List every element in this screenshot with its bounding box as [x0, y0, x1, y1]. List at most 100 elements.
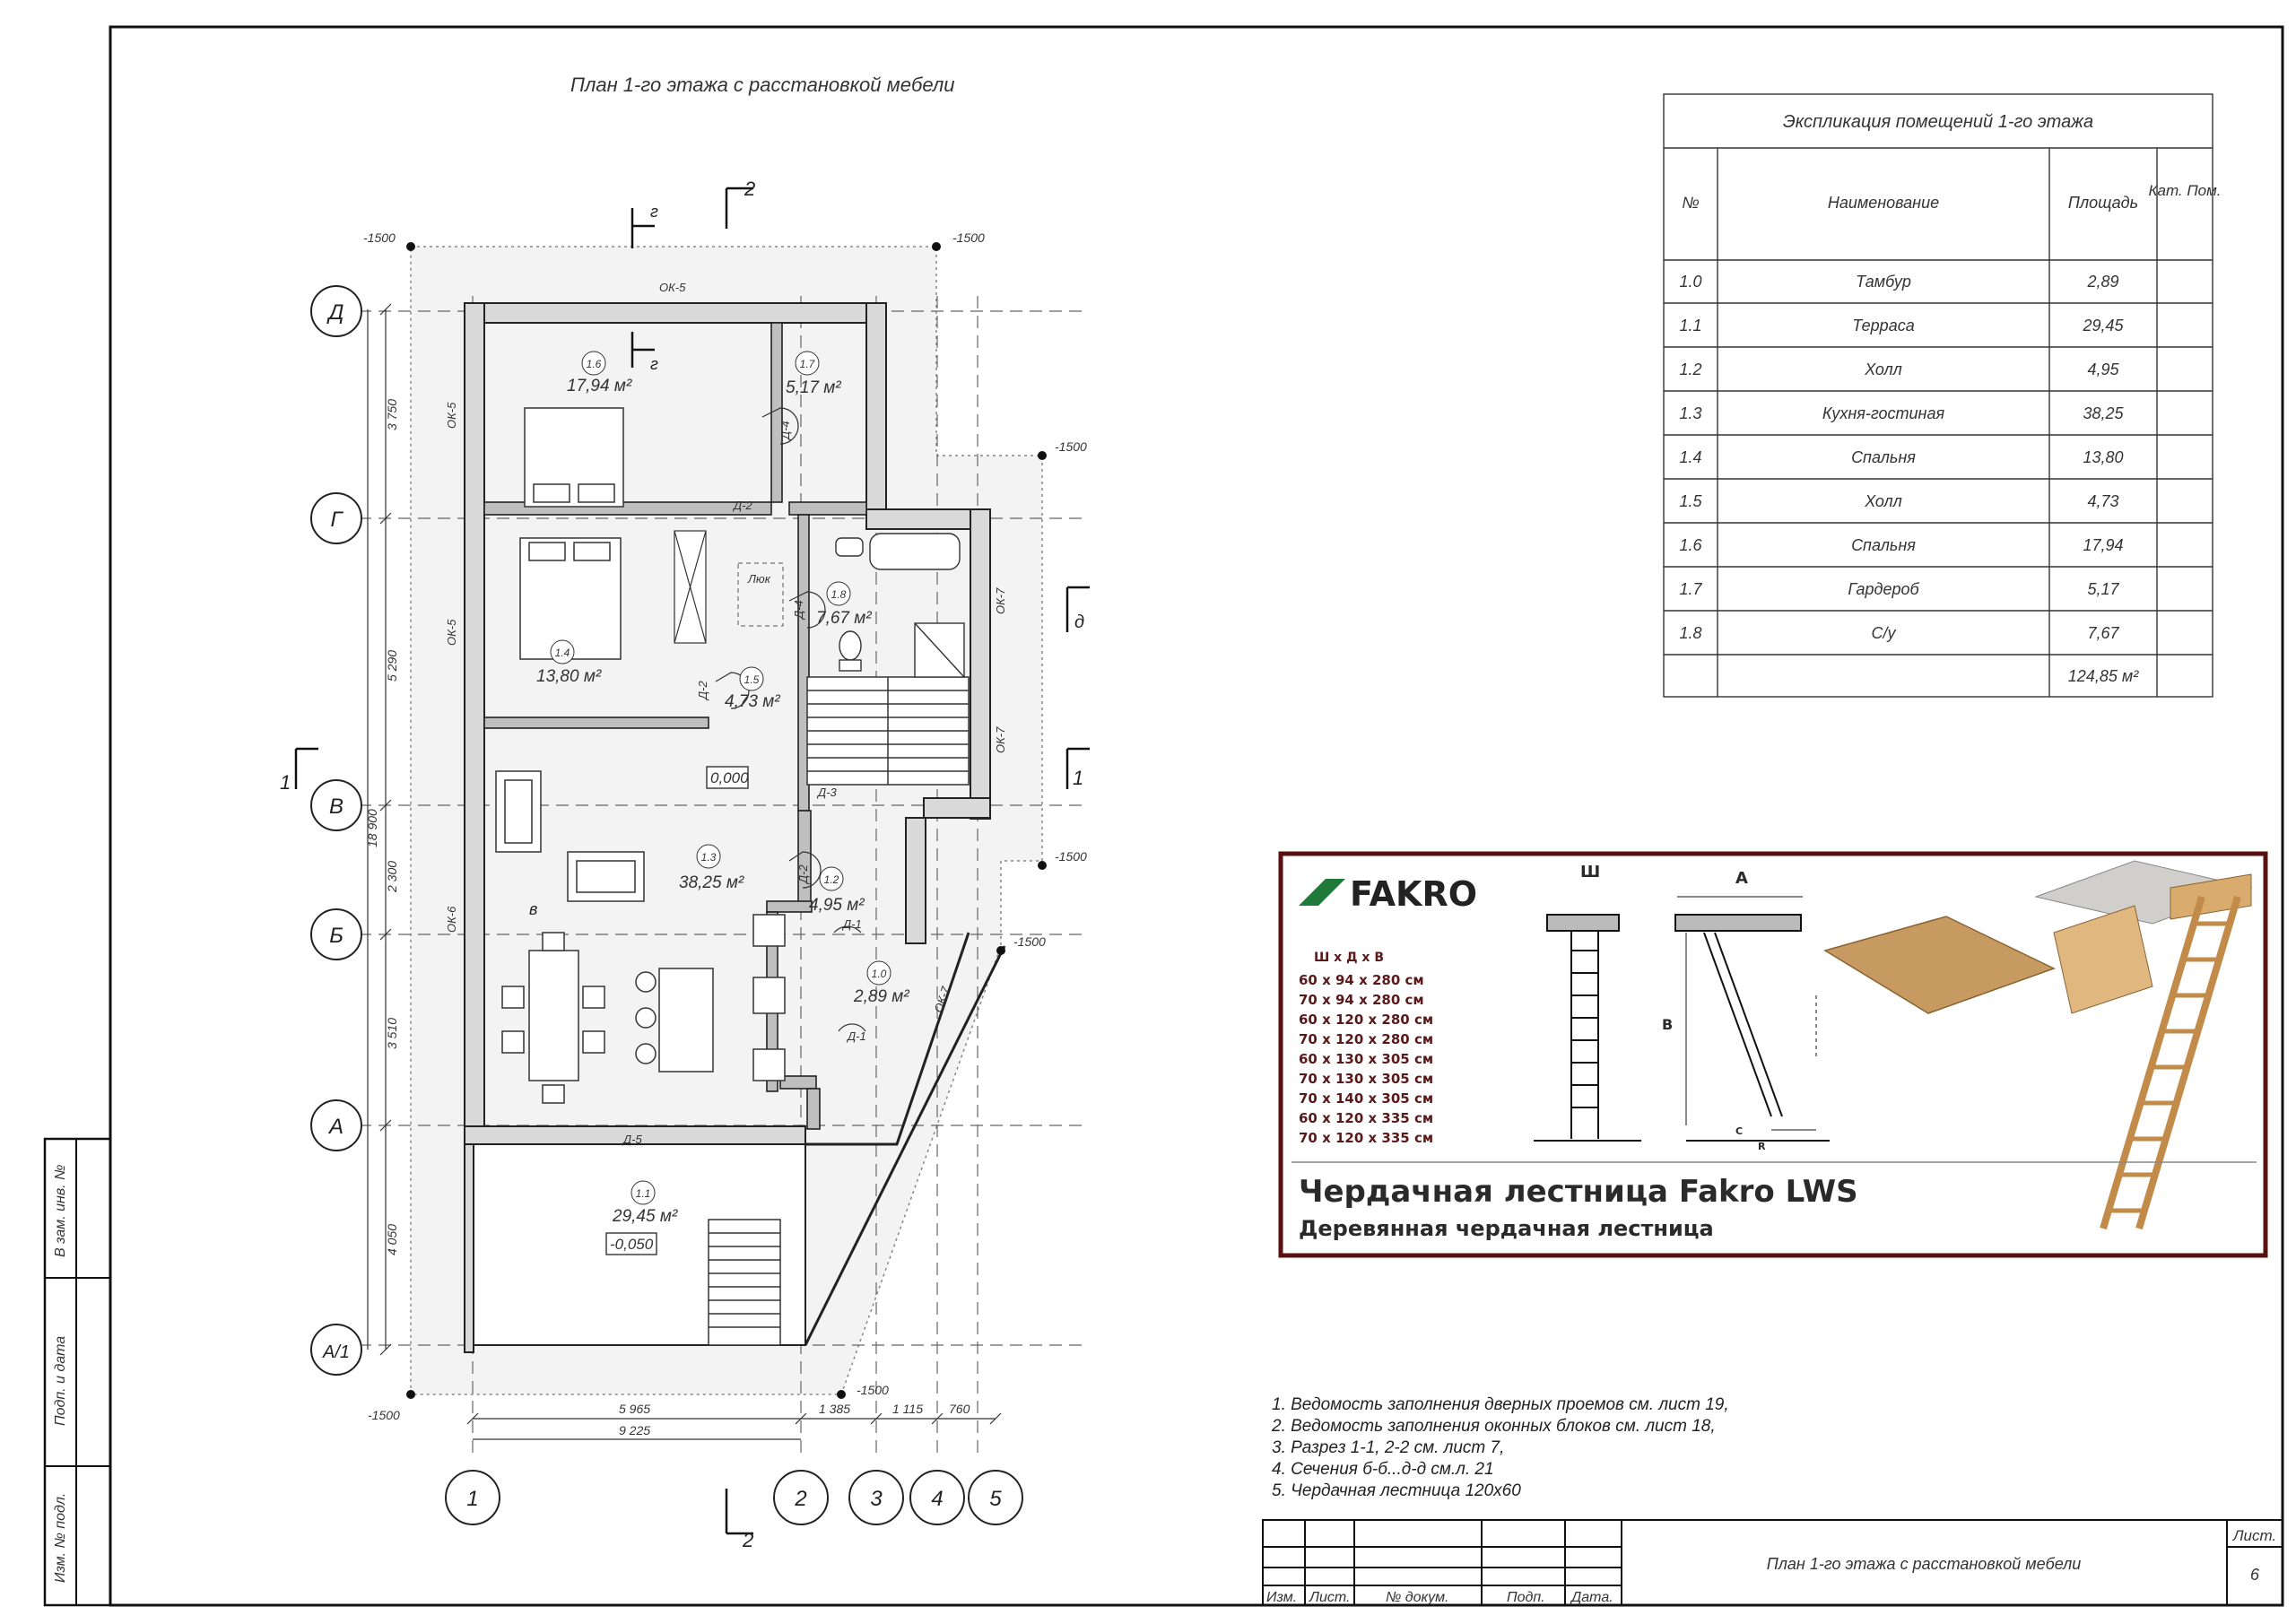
section-g-1: г [650, 203, 658, 221]
dim-v-6: 4 050 [385, 1224, 399, 1255]
explication-table [1663, 93, 2213, 698]
explication-total: 124,85 м² [2068, 667, 2139, 685]
svg-text:Холл: Холл [1864, 492, 1902, 510]
dim-v-1: 3 750 [385, 399, 399, 430]
fakro-ad: FAKRO Ш х Д х В 60 x 94 x 280 см 70 x 94… [1278, 851, 2268, 1258]
ladder-label-a: А [1735, 869, 1748, 888]
dim-v-4: 2 300 [385, 861, 399, 893]
list-item: 70 x 130 x 305 см [1299, 1071, 1433, 1087]
axis-a1: А/1 [322, 1342, 350, 1362]
bathroom-fixtures [835, 533, 965, 678]
dim-h-5: 9 225 [619, 1423, 650, 1437]
note-3: 3. Разрез 1-1, 2-2 см. лист 7, [1272, 1438, 1504, 1457]
note-4: 4. Сечения б-б...д-д см.л. 21 [1272, 1460, 1494, 1479]
axis-3: 3 [870, 1487, 883, 1511]
ladder-side-diagram [1674, 896, 1830, 1142]
note-1: 1. Ведомость заполнения дверных проемов … [1272, 1395, 1729, 1414]
axis-b: Б [329, 924, 344, 948]
svg-text:1.5: 1.5 [1679, 492, 1702, 510]
ladder-label-w: Ш [1580, 863, 1600, 881]
level-0: 0,000 [710, 769, 749, 786]
svg-text:13,80: 13,80 [2083, 448, 2123, 466]
svg-text:1.7: 1.7 [1679, 580, 1702, 598]
dim-horizontal [466, 1412, 1002, 1440]
door-d4-2: Д-4 [792, 600, 805, 621]
section-2-bottom: 2 [742, 1529, 753, 1551]
room-num-1-1: 1.1 [636, 1187, 651, 1200]
stamp-col-list: Лист. [1309, 1590, 1350, 1605]
section-v: в [529, 900, 537, 918]
level-points [406, 242, 1047, 1399]
terrace-stair [708, 1219, 781, 1346]
bed-1-4 [519, 537, 622, 660]
door-d2-2: Д-2 [696, 681, 709, 701]
svg-text:Гардероб: Гардероб [1848, 580, 1919, 598]
room-num-1-6: 1.6 [587, 358, 602, 370]
living-furniture [495, 770, 786, 1104]
section-1-left: 1 [280, 771, 291, 794]
room-area-1-3: 38,25 м² [679, 873, 744, 892]
dim-h-3: 1 115 [892, 1402, 923, 1416]
hatch-label: Люк [747, 572, 771, 586]
explication-title: Экспликация помещений 1-го этажа [1783, 112, 2093, 132]
hatch-outline [737, 562, 784, 627]
stamp-col-date: Дата. [1570, 1590, 1613, 1605]
svg-text:4,73: 4,73 [2087, 492, 2118, 510]
window-ok7-1: ОК-7 [994, 587, 1007, 614]
stamp-col-izm: Изм. [1266, 1590, 1297, 1605]
room-area-1-4: 13,80 м² [536, 667, 602, 686]
svg-text:Кухня-гостиная: Кухня-гостиная [1822, 404, 1945, 422]
fakro-logo-icon [1299, 879, 1345, 906]
axis-4: 4 [931, 1487, 943, 1511]
list-item: 60 x 130 x 305 см [1299, 1051, 1433, 1067]
th-name: Наименование [1828, 194, 1939, 212]
level-mark-3: -1500 [1055, 439, 1087, 454]
table-row: 1.5 Холл 4,73 [1679, 492, 2118, 510]
window-ok6: ОК-6 [445, 906, 458, 933]
ladder-label-c: С [1735, 1125, 1743, 1137]
svg-text:38,25: 38,25 [2083, 404, 2124, 422]
ladder-label-b: В [1662, 1016, 1673, 1033]
floor-plan: Люк [280, 178, 1090, 1551]
room-num-1-4: 1.4 [555, 647, 570, 659]
ladder-illustration [2034, 860, 2253, 1230]
fakro-brand: FAKRO [1350, 874, 1477, 914]
svg-text:2,89: 2,89 [2086, 273, 2118, 291]
room-num-1-2: 1.2 [824, 873, 839, 886]
stamp-col-sign: Подп. [1507, 1590, 1545, 1605]
wardrobe [674, 530, 707, 644]
level-mark-1: -1500 [363, 230, 396, 245]
dim-v-3: 18 900 [365, 809, 379, 847]
internal-stair [806, 676, 970, 786]
level-mark-2: -1500 [952, 230, 985, 245]
list-item: 70 x 120 x 335 см [1299, 1130, 1433, 1146]
list-item: 60 x 120 x 280 см [1299, 1012, 1433, 1028]
dim-v-2: 5 290 [385, 650, 399, 682]
axis-a: А [327, 1115, 344, 1139]
side-stamp-1: В зам. инв. № [53, 1165, 68, 1257]
table-row: 1.7 Гардероб 5,17 [1679, 580, 2119, 598]
svg-text:С/у: С/у [1872, 624, 1897, 642]
axis-bubbles-numbers: 1 2 3 4 5 [445, 1470, 1023, 1525]
axis-v: В [329, 795, 344, 819]
sheet-frame [109, 25, 2284, 1607]
section-g-2: г [650, 355, 658, 373]
svg-text:Тамбур: Тамбур [1856, 273, 1911, 291]
axis-g: Г [330, 508, 344, 532]
svg-text:1.1: 1.1 [1679, 317, 1701, 334]
note-2: 2. Ведомость заполнения оконных блоков с… [1271, 1417, 1716, 1436]
th-cat: Кат. Пом. [2148, 182, 2221, 199]
th-num: № [1682, 194, 1700, 212]
list-item: 60 x 120 x 335 см [1299, 1110, 1433, 1126]
list-item: 70 x 120 x 280 см [1299, 1031, 1433, 1047]
axis-2: 2 [794, 1487, 806, 1511]
level-mark-6: -1500 [857, 1383, 889, 1397]
level-mark-5: -1500 [1013, 934, 1046, 949]
svg-text:Терраса: Терраса [1852, 317, 1914, 334]
section-d: д [1074, 612, 1084, 632]
door-d3: Д-3 [816, 786, 837, 799]
svg-text:1.4: 1.4 [1679, 448, 1701, 466]
svg-text:1.6: 1.6 [1679, 536, 1702, 554]
fakro-caption: Чердачная лестница Fakro LWS [1299, 1174, 1858, 1210]
fakro-dims-header: Ш х Д х В [1314, 951, 1384, 965]
